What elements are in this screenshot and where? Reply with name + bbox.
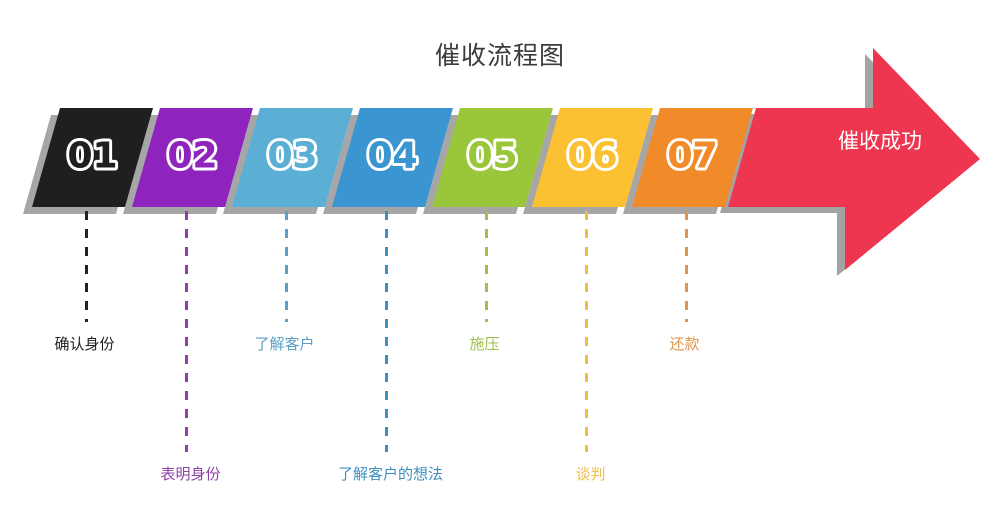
step-number-04: 04 bbox=[367, 136, 417, 177]
step-number-01: 01 bbox=[67, 136, 117, 177]
step-number-inner-03: 03 bbox=[267, 136, 317, 177]
step-number-inner-02: 02 bbox=[167, 136, 217, 177]
step-number-inner-01: 01 bbox=[67, 136, 117, 177]
step-number-inner-05: 05 bbox=[467, 136, 517, 177]
step-label-01: 确认身份 bbox=[54, 335, 115, 353]
step-number-inner-07: 07 bbox=[667, 136, 717, 177]
step-label-02: 表明身份 bbox=[160, 465, 221, 483]
step-label-03: 了解客户 bbox=[254, 335, 315, 353]
step-number-07: 07 bbox=[667, 136, 717, 177]
step-number-inner-06: 06 bbox=[567, 136, 617, 177]
step-number-03: 03 bbox=[267, 136, 317, 177]
arrow-success-label: 催收成功 bbox=[838, 129, 922, 153]
step-number-02: 02 bbox=[167, 136, 217, 177]
step-label-05: 施压 bbox=[469, 335, 500, 353]
step-label-06: 谈判 bbox=[575, 465, 606, 483]
step-label-07: 还款 bbox=[669, 335, 700, 353]
page-title: 催收流程图 bbox=[434, 41, 565, 70]
step-label-04: 了解客户的想法 bbox=[337, 465, 444, 483]
arrow-head: 催收成功 bbox=[728, 48, 980, 270]
step-number-inner-04: 04 bbox=[367, 136, 417, 177]
step-number-06: 06 bbox=[567, 136, 617, 177]
connector-lines bbox=[85, 211, 688, 452]
step-number-05: 05 bbox=[467, 136, 517, 177]
